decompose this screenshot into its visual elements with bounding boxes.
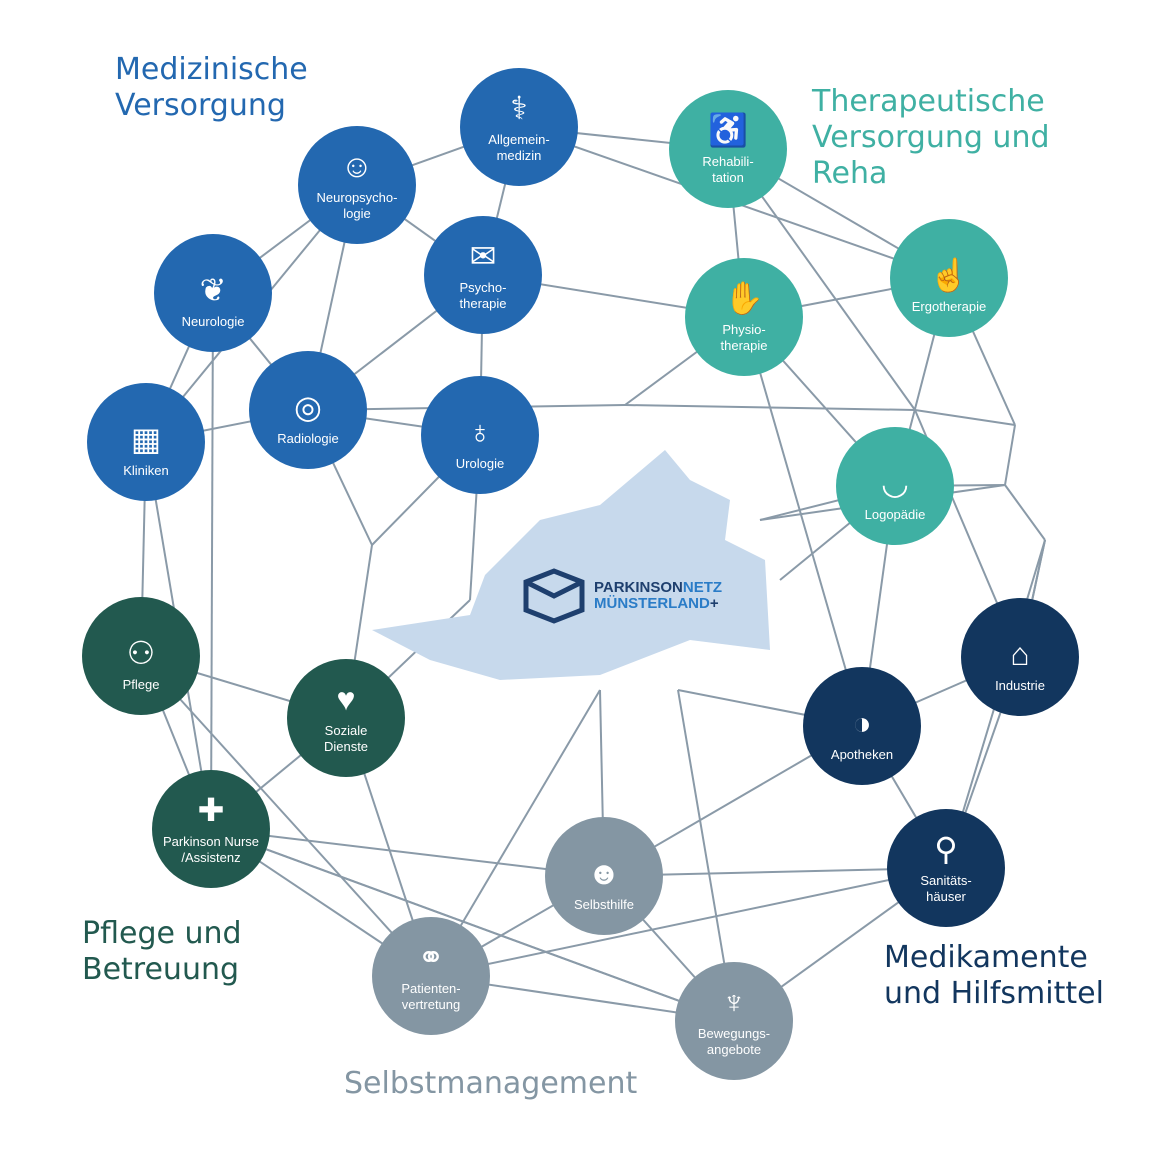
puzzle-people-icon: ⚭: [417, 939, 445, 975]
head-icon: ☺: [340, 148, 374, 184]
node-label: tation: [712, 170, 744, 185]
node-physio-therapie[interactable]: ✋ Physio-therapie: [685, 258, 803, 376]
network-edge: [1004, 484, 1046, 541]
node-parkinson-nurse-assistenz[interactable]: ✚ Parkinson Nurse/Assistenz: [152, 770, 270, 888]
logo-icon: [523, 568, 585, 624]
mri-scanner-icon: ◎: [294, 389, 322, 425]
node-label: Dienste: [323, 739, 369, 754]
network-edge: [210, 292, 214, 830]
node-label: Logopädie: [864, 507, 926, 522]
factory-icon: ⌂: [1010, 636, 1030, 672]
node-label: Industrie: [995, 678, 1045, 693]
handshake-icon: ♥: [336, 681, 356, 717]
network-edge: [140, 655, 432, 977]
node-label: Neurologie: [181, 314, 245, 329]
pill-icon: ◑: [852, 705, 872, 741]
network-edge: [210, 828, 605, 877]
node-label: therapie: [459, 296, 507, 311]
node-selbsthilfe[interactable]: ☻ Selbsthilfe: [545, 817, 663, 935]
node-label: angebote: [706, 1042, 762, 1057]
crutch-icon: ⚲: [934, 831, 958, 867]
yoga-icon: ♆: [722, 984, 746, 1020]
node-industrie[interactable]: ⌂ Industrie: [961, 598, 1079, 716]
node-label: therapie: [720, 338, 768, 353]
node-label: logie: [343, 206, 371, 221]
node-label: Patienten-: [401, 981, 461, 996]
node-label: Pflege: [122, 677, 160, 692]
node-pflege[interactable]: ⚇ Pflege: [82, 597, 200, 715]
hands-icon: ☝: [929, 257, 969, 293]
node-label: Selbsthilfe: [574, 897, 634, 912]
rehab-icon: ♿: [708, 112, 748, 148]
people-icon: ⚇: [126, 635, 156, 671]
node-label: Apotheken: [830, 747, 894, 762]
network-edge: [743, 316, 863, 727]
node-label: Ergotherapie: [911, 299, 987, 314]
logo-text-parkinson: PARKINSON: [594, 579, 683, 596]
node-label: Parkinson Nurse: [162, 834, 260, 849]
node-logopädie[interactable]: ◡ Logopädie: [836, 427, 954, 545]
muensterland-map: [372, 450, 770, 680]
node-label: Neuropsycho-: [316, 190, 398, 205]
node-urologie[interactable]: ♁ Urologie: [421, 376, 539, 494]
bladder-icon: ♁: [468, 414, 492, 450]
conversation-icon: ✉: [469, 238, 497, 274]
hospital-icon: ▦: [130, 421, 162, 457]
node-label: /Assistenz: [181, 850, 241, 865]
node-ergotherapie[interactable]: ☝ Ergotherapie: [890, 219, 1008, 337]
node-label: Urologie: [455, 456, 505, 471]
node-label: häuser: [926, 889, 966, 904]
node-neurologie[interactable]: ❦ Neurologie: [154, 234, 272, 352]
node-label: Bewegungs-: [697, 1026, 771, 1041]
dumbbell-icon: ☻: [587, 855, 621, 891]
node-label: Radiologie: [277, 431, 339, 446]
logo-plus: +: [709, 595, 719, 612]
node-label: Kliniken: [123, 463, 169, 478]
node-label: Soziale: [324, 723, 368, 738]
physio-icon: ✋: [724, 280, 764, 316]
node-kliniken[interactable]: ▦ Kliniken: [87, 383, 205, 501]
node-psycho-therapie[interactable]: ✉ Psycho-therapie: [424, 216, 542, 334]
node-radiologie[interactable]: ◎ Radiologie: [249, 351, 367, 469]
node-label: Physio-: [722, 322, 766, 337]
node-allgemein-medizin[interactable]: ⚕ Allgemein-medizin: [460, 68, 578, 186]
node-label: Rehabili-: [702, 154, 754, 169]
node-neuropsycho-logie[interactable]: ☺ Neuropsycho-logie: [298, 126, 416, 244]
node-label: medizin: [496, 148, 542, 163]
stethoscope-icon: ⚕: [510, 90, 528, 126]
nurse-icon: ✚: [197, 792, 225, 828]
node-bewegungs-angebote[interactable]: ♆ Bewegungs-angebote: [675, 962, 793, 1080]
node-label: Sanitäts-: [920, 873, 972, 888]
node-label: Allgemein-: [488, 132, 550, 147]
brain-icon: ❦: [199, 272, 227, 308]
node-patienten-vertretung[interactable]: ⚭ Patienten-vertretung: [372, 917, 490, 1035]
network-edge: [430, 867, 947, 977]
logo-text-muensterland: MÜNSTERLAND: [594, 595, 710, 612]
logo: PARKINSONNETZ MÜNSTERLAND+: [522, 568, 722, 624]
network-edge: [1004, 424, 1016, 486]
node-apotheken[interactable]: ◑ Apotheken: [803, 667, 921, 785]
node-rehabili-tation[interactable]: ♿ Rehabili-tation: [669, 90, 787, 208]
network-edge: [210, 828, 735, 1022]
lips-icon: ◡: [881, 465, 909, 501]
group-label: Selbstmanagement: [344, 1066, 638, 1101]
node-label: Psycho-: [459, 280, 507, 295]
node-label: vertretung: [401, 997, 461, 1012]
node-sanitäts-häuser[interactable]: ⚲ Sanitäts-häuser: [887, 809, 1005, 927]
network-edge: [914, 409, 1016, 426]
logo-text-netz: NETZ: [682, 579, 723, 596]
